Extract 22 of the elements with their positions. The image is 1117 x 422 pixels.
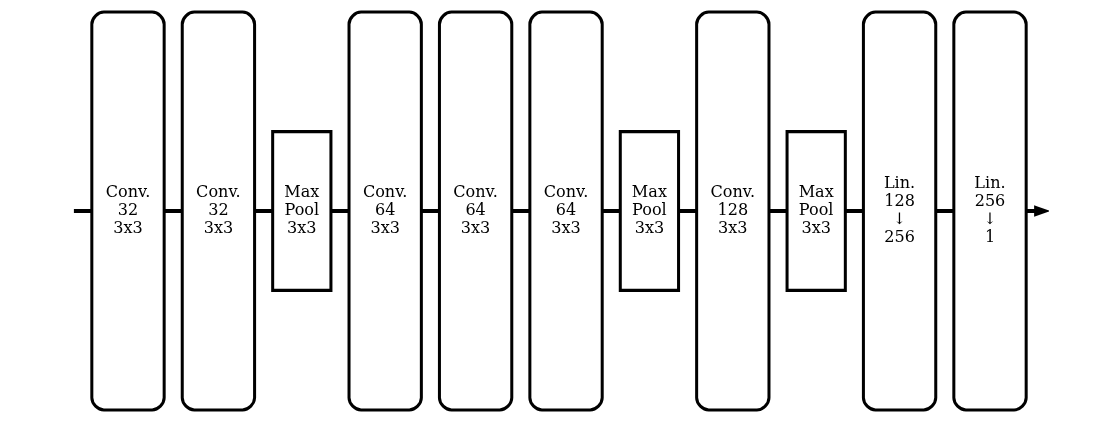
node-box: Conv. 64 3x3 [347, 10, 423, 412]
connector [678, 209, 696, 213]
connector [768, 209, 787, 213]
node-box: Lin. 256 ↓ 1 [951, 10, 1028, 412]
connector [420, 209, 439, 213]
connector [330, 209, 349, 213]
node-box: Max Pool 3x3 [785, 130, 847, 292]
connector [602, 209, 620, 213]
node-box: Conv. 64 3x3 [437, 10, 513, 412]
connector [73, 209, 92, 213]
node-box: Lin. 128 ↓ 256 [861, 10, 937, 412]
node-box: Conv. 32 3x3 [180, 10, 256, 412]
connector [163, 209, 182, 213]
connector [511, 209, 530, 213]
connector [254, 209, 272, 213]
node-box: Conv. 128 3x3 [694, 10, 770, 412]
node-box: Max Pool 3x3 [618, 130, 680, 292]
connector [935, 209, 954, 213]
connector [845, 209, 863, 213]
node-box: Conv. 64 3x3 [527, 10, 604, 412]
node-box: Max Pool 3x3 [270, 130, 332, 292]
node-box: Conv. 32 3x3 [89, 10, 166, 412]
